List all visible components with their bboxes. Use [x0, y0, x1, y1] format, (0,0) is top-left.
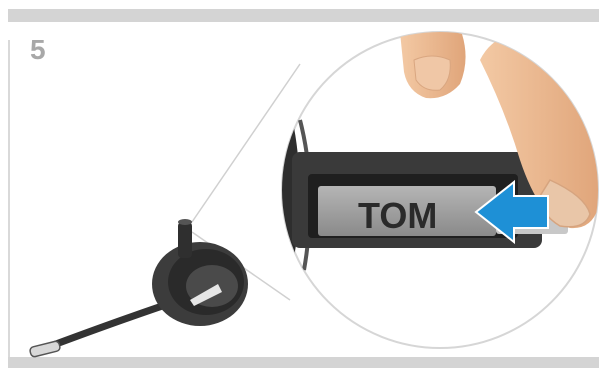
- small-headset-icon: [29, 219, 248, 357]
- name-label-text: TOM: [358, 195, 437, 236]
